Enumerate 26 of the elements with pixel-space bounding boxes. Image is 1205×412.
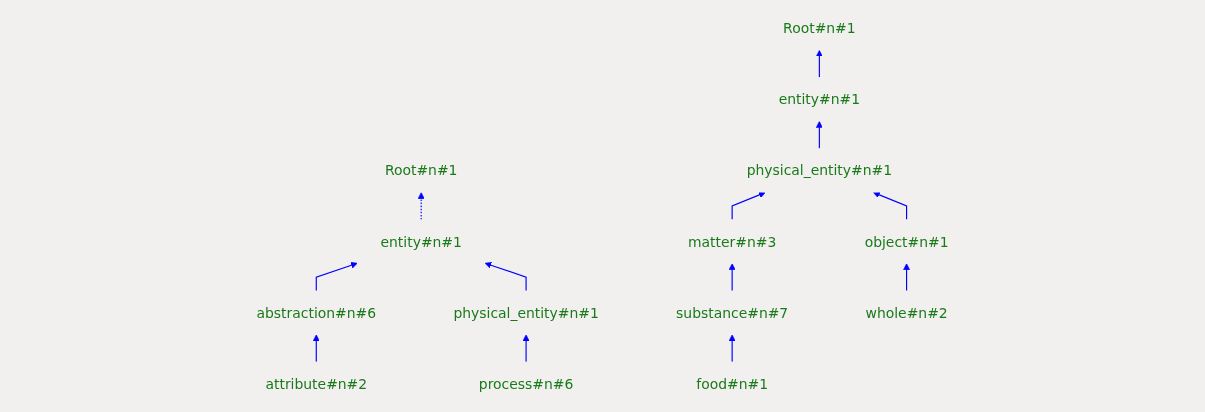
node-text: entity#n#1: [380, 233, 462, 250]
arrow: [728, 334, 736, 363]
arrow: [484, 261, 527, 292]
arrow: [728, 263, 736, 292]
arrow: [903, 263, 910, 292]
node-text: process#n#6: [478, 375, 574, 392]
arrow: [873, 191, 908, 221]
node-text: matter#n#3: [688, 233, 777, 250]
arrow: [815, 121, 823, 149]
arrow: [522, 334, 530, 363]
arrow: [815, 49, 823, 78]
node-text: physical_entity#n#1: [453, 304, 599, 321]
node-text: abstraction#n#6: [256, 304, 377, 321]
arrow: [312, 334, 320, 363]
node-text: physical_entity#n#1: [746, 162, 893, 179]
node-text: object#n#1: [864, 233, 949, 250]
node-text: attribute#n#2: [265, 375, 368, 392]
arrow: [731, 191, 766, 221]
arrow: [315, 261, 358, 292]
node-text: whole#n#2: [865, 304, 948, 321]
arrow: [417, 192, 425, 221]
node-text: food#n#1: [696, 375, 769, 392]
node-text: Root#n#1: [783, 20, 856, 37]
node-text: substance#n#7: [676, 304, 789, 321]
node-text: entity#n#1: [778, 91, 861, 108]
node-text: Root#n#1: [384, 162, 458, 179]
